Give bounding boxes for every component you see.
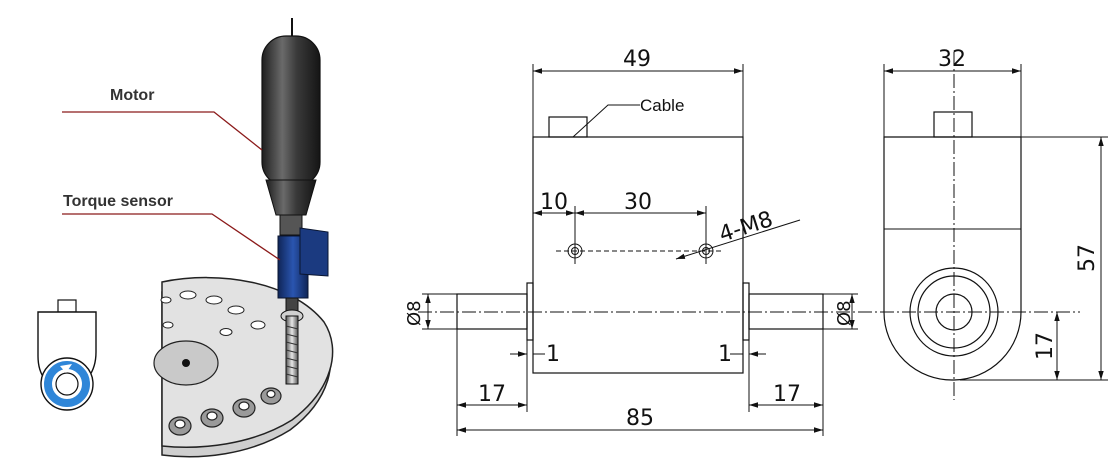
dim-gap-right: 1: [718, 342, 732, 367]
motor-shape: [261, 18, 321, 236]
cable-callout: Cable: [640, 96, 684, 115]
dim-side-height: 57: [1075, 244, 1100, 272]
torque-sensor-label: Torque sensor: [63, 193, 173, 210]
dim-hole-spacing: 30: [624, 190, 652, 215]
sensor-body-outline: [532, 136, 744, 374]
rotating-plate: [153, 276, 334, 458]
plate-nuts: [168, 387, 282, 436]
rotation-icon: [37, 299, 97, 411]
dim-shaft-len-left: 17: [478, 382, 506, 407]
dim-center-height: 17: [1033, 332, 1058, 360]
dim-body-width: 49: [623, 47, 651, 72]
torque-sensor-shape: [277, 227, 329, 313]
side-cable-connector: [933, 111, 973, 138]
dim-side-width: 32: [938, 47, 966, 72]
dim-shaft-len-right: 17: [773, 382, 801, 407]
dim-gap-left: 1: [546, 342, 560, 367]
dim-overall-length: 85: [626, 406, 654, 431]
assembly-illustration: Motor Torque sensor: [37, 18, 334, 458]
side-body-outline: [883, 136, 1022, 381]
plate-holes: [160, 290, 266, 336]
side-view: 32 57 17: [883, 47, 1108, 400]
thread-callout: 4-M8: [716, 207, 776, 248]
cable-connector: [548, 116, 588, 138]
motor-label: Motor: [110, 87, 154, 104]
sensor-leader: [62, 213, 281, 261]
mounting-holes: [556, 238, 724, 264]
dim-hole-offset: 10: [540, 190, 568, 215]
dim-shaft-dia-right: Ø8: [834, 300, 855, 326]
bolt-shape: [280, 309, 304, 385]
front-view: Cable 4-M8 49 10 30: [404, 47, 1080, 436]
dim-shaft-dia-left: Ø8: [404, 300, 425, 326]
motor-leader: [62, 111, 263, 151]
